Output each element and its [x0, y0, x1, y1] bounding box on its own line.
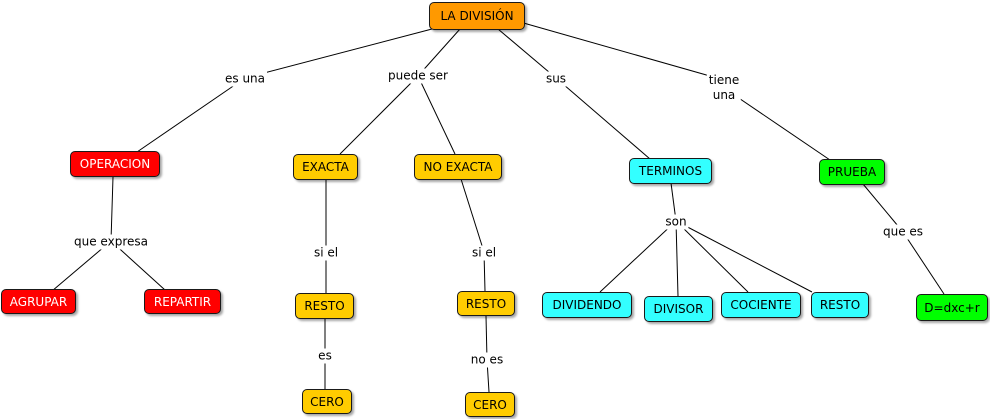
link-label-si-el-no-exacta: si el — [469, 245, 499, 261]
concept-resto-termino[interactable]: RESTO — [811, 292, 869, 318]
line-operacion-queexpresa — [110, 176, 114, 242]
link-label-que-expresa: que expresa — [72, 234, 150, 250]
concept-prueba[interactable]: PRUEBA — [819, 159, 885, 185]
concept-cero-no-exacta[interactable]: CERO — [465, 392, 515, 417]
link-label-tiene-una: tiene una — [706, 73, 742, 103]
concept-repartir[interactable]: REPARTIR — [144, 289, 221, 314]
concept-operacion[interactable]: OPERACION — [70, 151, 160, 177]
link-label-es-una: es una — [222, 71, 268, 87]
line-puedeser-exacta — [339, 75, 419, 155]
concept-divisor[interactable]: DIVISOR — [644, 296, 713, 322]
line-noexacta-siel — [460, 178, 485, 253]
link-label-son: son — [663, 214, 689, 230]
concept-exacta[interactable]: EXACTA — [293, 154, 358, 180]
link-label-que-es: que es — [880, 224, 926, 240]
concept-agrupar[interactable]: AGRUPAR — [1, 289, 76, 314]
line-tieneuna-prueba — [723, 87, 831, 161]
concept-terminos[interactable]: TERMINOS — [629, 158, 712, 184]
concept-resto-exacta[interactable]: RESTO — [295, 293, 354, 319]
concept-cero-exacta[interactable]: CERO — [302, 389, 352, 414]
link-label-si-el-exacta: si el — [311, 245, 341, 261]
line-son-cociente — [675, 220, 749, 293]
link-label-puede-ser: puede ser — [386, 68, 450, 84]
concept-cociente[interactable]: COCIENTE — [721, 292, 801, 318]
concept-no-exacta[interactable]: NO EXACTA — [414, 154, 502, 180]
line-sus-terminos — [555, 77, 651, 160]
concept-resto-no-exacta[interactable]: RESTO — [457, 291, 515, 316]
line-root-esuna — [244, 28, 433, 79]
concept-formula[interactable]: D=dxc+r — [916, 294, 988, 321]
line-puedeser-noexacta — [417, 75, 456, 155]
line-quees-formula — [902, 231, 945, 295]
line-root-sus — [497, 28, 557, 79]
line-esuna-operacion — [136, 77, 246, 153]
link-label-sus: sus — [543, 71, 569, 87]
line-prueba-quees — [862, 183, 904, 233]
line-son-dividendo — [599, 220, 677, 293]
concept-dividendo[interactable]: DIVIDENDO — [542, 292, 632, 318]
link-label-es: es — [316, 348, 334, 364]
line-root-puedeser — [417, 28, 461, 77]
link-label-no-es: no es — [468, 352, 506, 368]
line-son-divisor — [675, 220, 679, 297]
line-son-resto — [675, 220, 813, 293]
line-root-tieneuna — [519, 21, 725, 81]
concept-la-division[interactable]: LA DIVISIÓN — [429, 2, 525, 30]
